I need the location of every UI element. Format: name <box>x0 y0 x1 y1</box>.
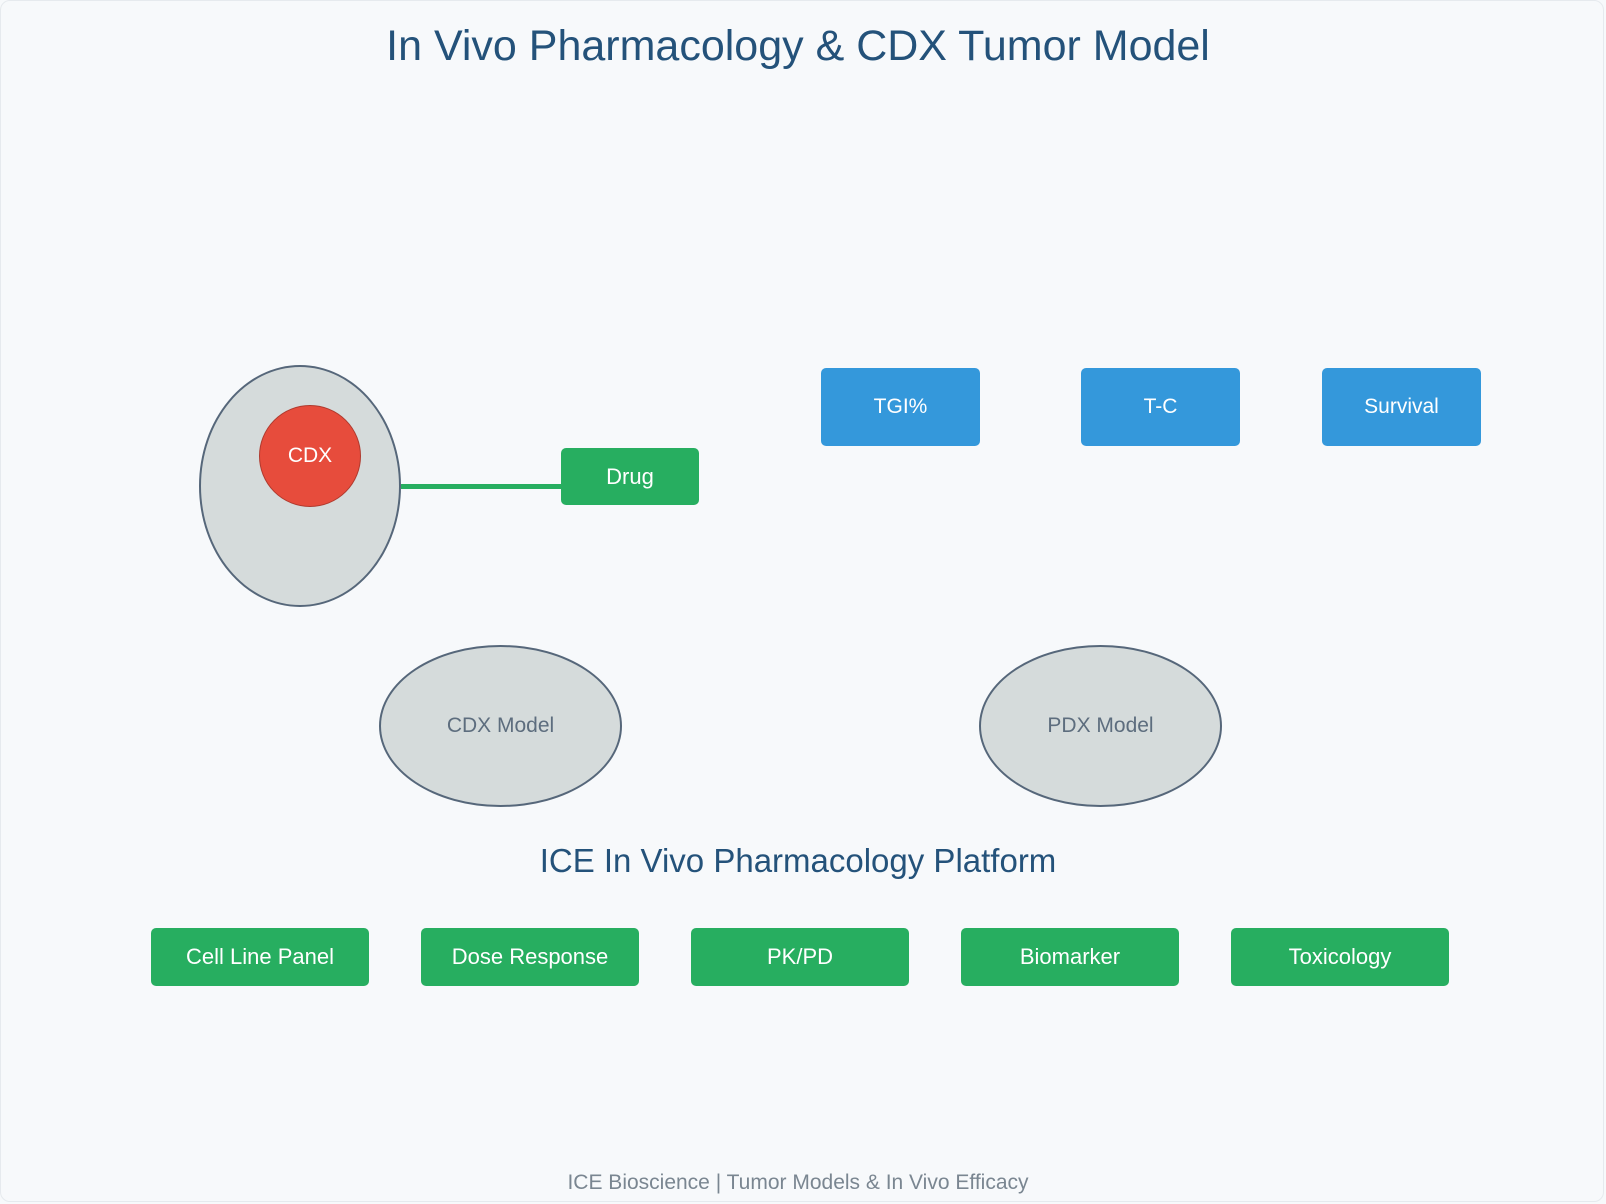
drug-connector-line <box>401 484 561 489</box>
service-box-pk-pd: PK/PD <box>691 928 909 986</box>
service-box-dose-response: Dose Response <box>421 928 639 986</box>
model-ellipse-pdx: PDX Model <box>979 645 1222 807</box>
platform-title: ICE In Vivo Pharmacology Platform <box>539 842 1057 879</box>
footer-caption: ICE Bioscience | Tumor Models & In Vivo … <box>567 1171 1029 1194</box>
service-box-cell-line-panel: Cell Line Panel <box>151 928 369 986</box>
service-box-toxicology: Toxicology <box>1231 928 1449 986</box>
metric-box-tgi: TGI% <box>821 368 980 446</box>
diagram-title: In Vivo Pharmacology & CDX Tumor Model <box>386 22 1210 70</box>
metric-box-t-c: T-C <box>1081 368 1240 446</box>
tumor-circle-cdx: CDX <box>259 405 361 507</box>
service-box-biomarker: Biomarker <box>961 928 1179 986</box>
model-ellipse-cdx: CDX Model <box>379 645 622 807</box>
drug-box: Drug <box>561 448 699 505</box>
metric-box-survival: Survival <box>1322 368 1481 446</box>
